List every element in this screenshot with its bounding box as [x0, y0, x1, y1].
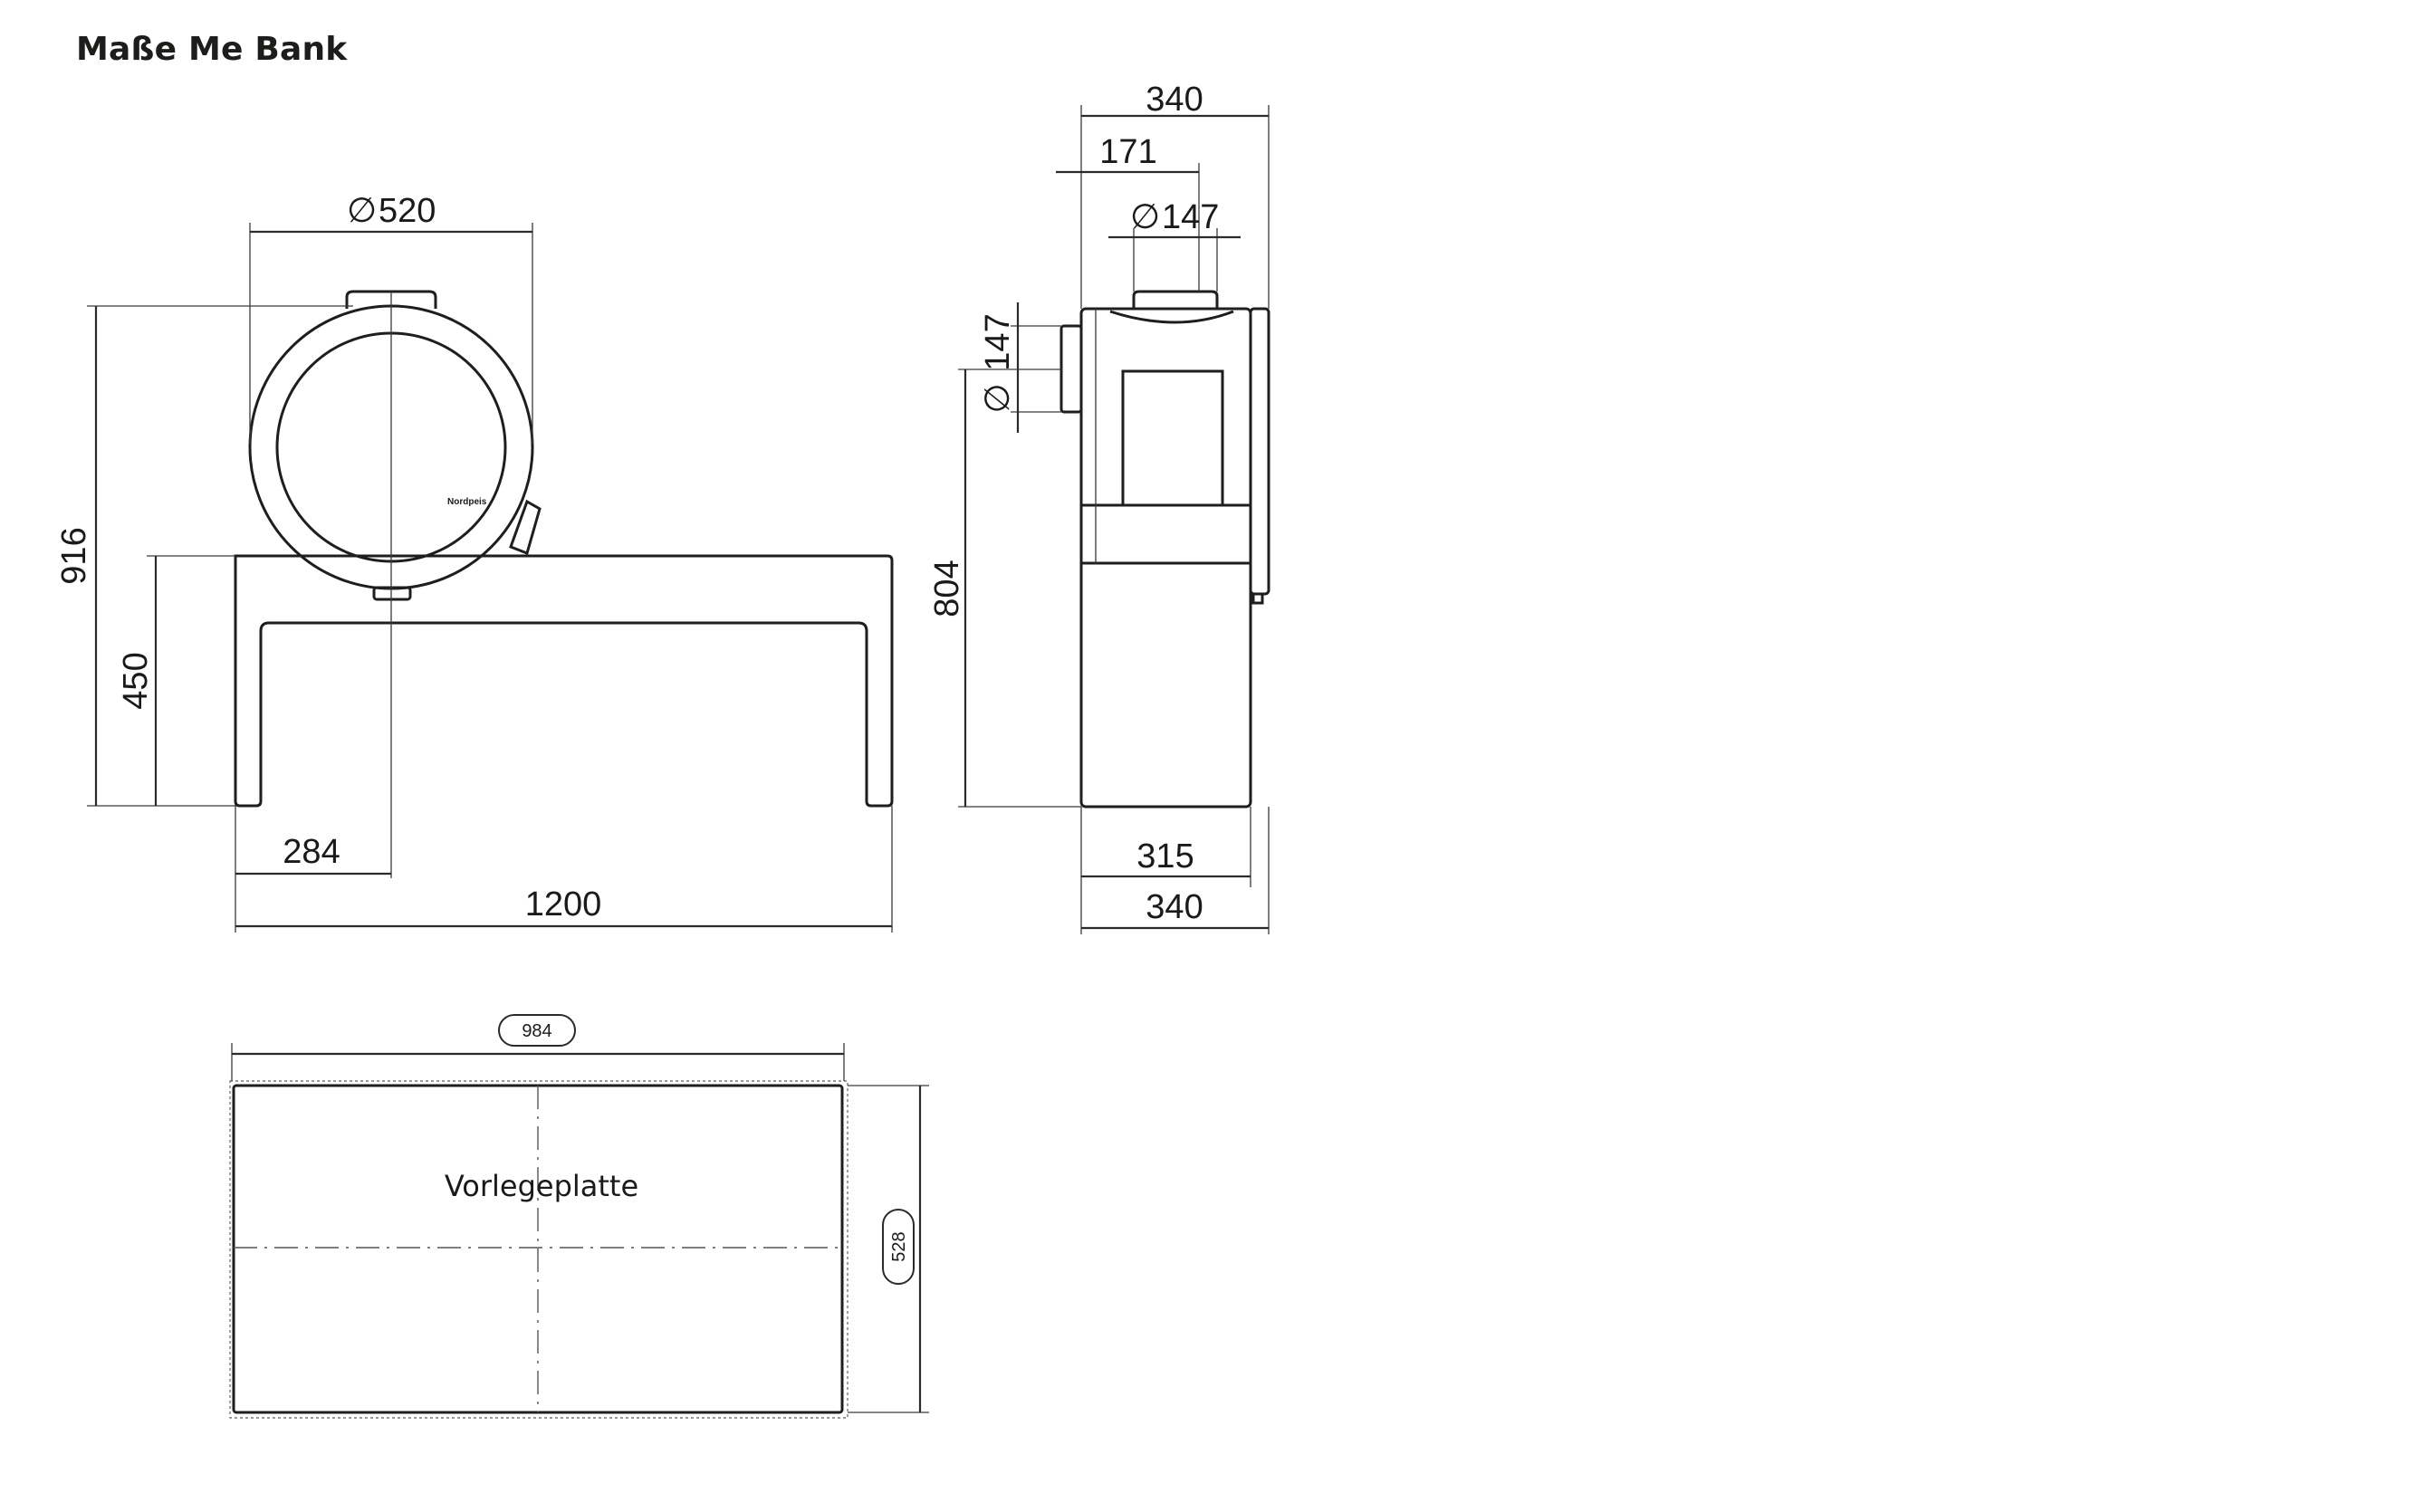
dim-flue-top-symbol: ∅: [1130, 198, 1160, 236]
dim-width-984-tag: [498, 1014, 576, 1047]
side-flue-top: [1132, 290, 1219, 309]
dim-diameter-520: 520: [379, 192, 436, 230]
front-view: Nordpeis ∅ 520 916 450 284 1200: [55, 192, 894, 933]
dim-offset-171: 171: [1099, 133, 1156, 171]
dim-depth-340-top: 340: [1146, 81, 1203, 119]
brand-logo: Nordpeis: [447, 497, 487, 507]
dim-width-1200: 1200: [525, 885, 602, 923]
side-view: 340 171 ∅ 147 147 ∅ 804 315 340: [928, 81, 1270, 934]
dim-width-984: 984: [522, 1021, 551, 1041]
floor-plate-label: Vorlegeplatte: [445, 1169, 638, 1203]
dim-height-916: 916: [55, 527, 93, 584]
dim-flue-rear-symbol: ∅: [979, 383, 1017, 413]
dim-height-450: 450: [117, 652, 155, 709]
side-body: [1079, 307, 1252, 809]
side-door-panel: [1249, 307, 1270, 596]
side-flue-rear: [1059, 324, 1083, 414]
dim-flue-rear-147: 147: [979, 313, 1017, 370]
dim-depth-315: 315: [1136, 837, 1194, 876]
page-title: Maße Me Bank: [76, 31, 348, 68]
side-window: [1121, 369, 1224, 507]
dim-diameter-symbol: ∅: [347, 192, 377, 230]
floor-plate: Vorlegeplatte 984 528: [229, 1014, 929, 1419]
stove-handle: [509, 499, 542, 555]
dim-offset-284: 284: [283, 833, 340, 871]
dim-depth-340-bottom: 340: [1146, 888, 1203, 926]
dim-depth-528: 528: [889, 1231, 909, 1261]
dim-depth-528-tag: [882, 1209, 915, 1285]
dim-height-804: 804: [928, 560, 966, 617]
dim-flue-top-147: 147: [1162, 198, 1219, 236]
stove-foot: [372, 586, 412, 601]
bench-outline: [234, 554, 894, 808]
